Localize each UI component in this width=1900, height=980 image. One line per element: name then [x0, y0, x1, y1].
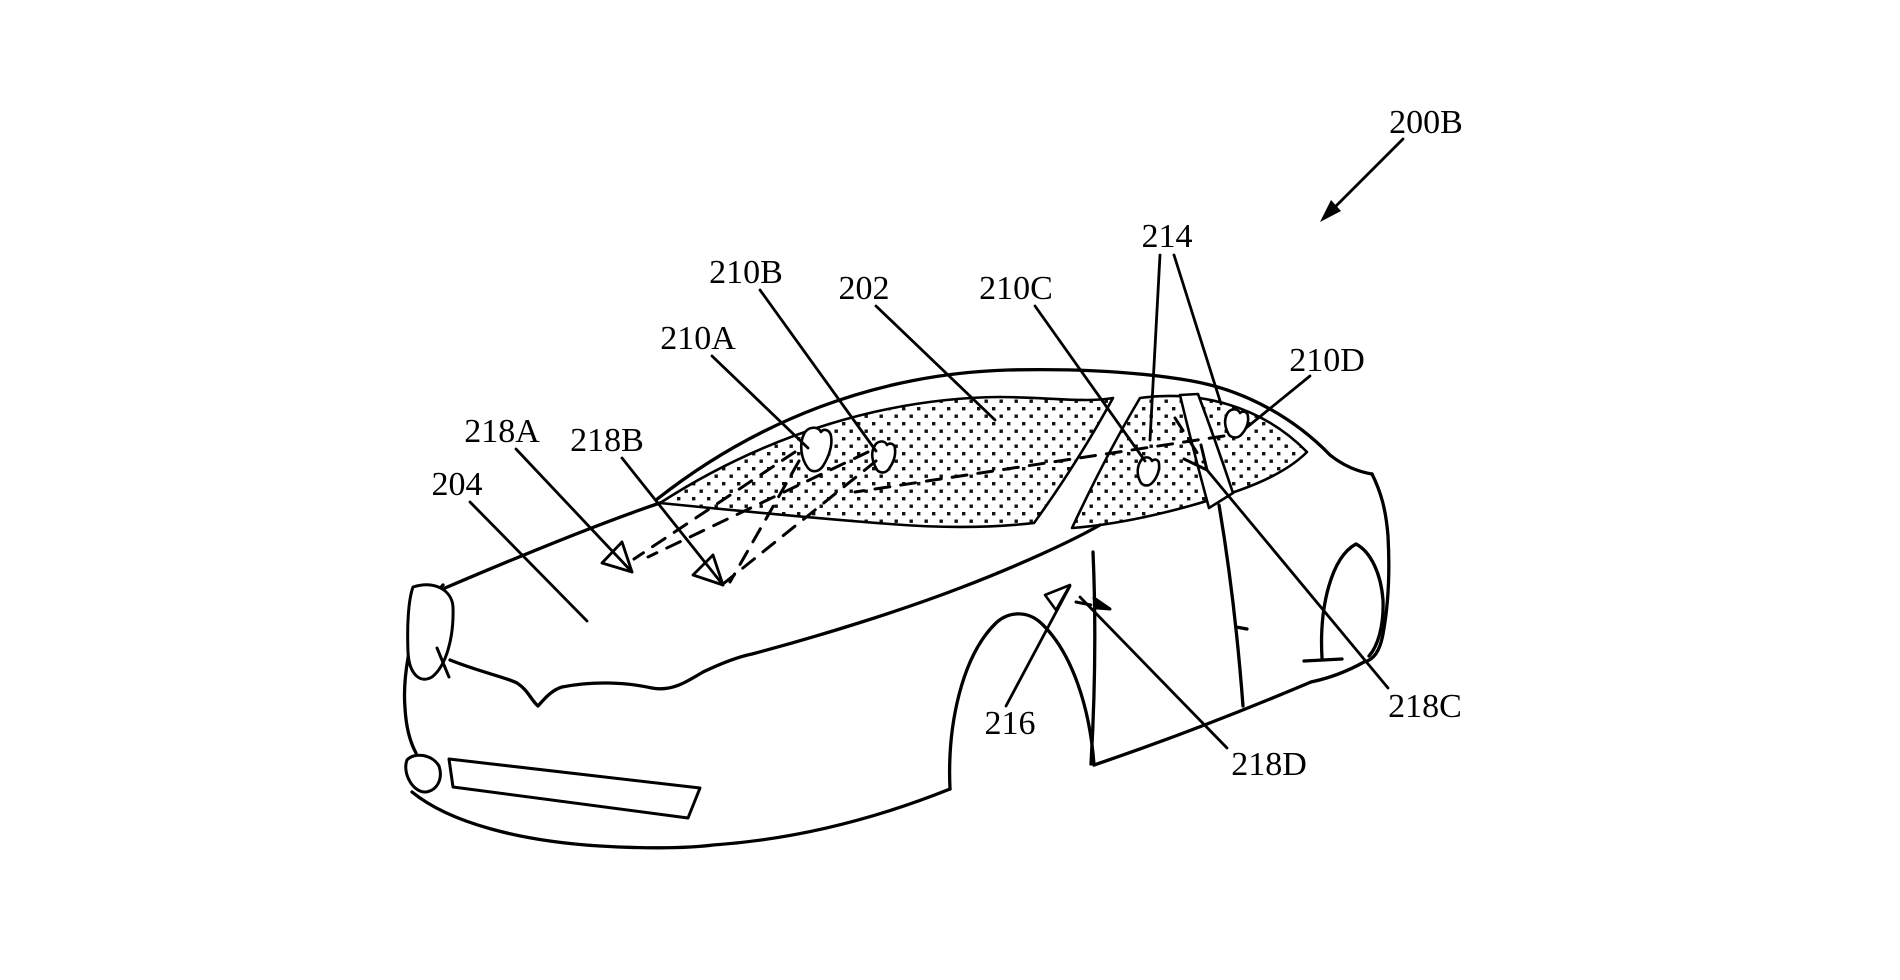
leader-218d	[1078, 595, 1229, 750]
fov-ray-d	[853, 434, 1226, 494]
label-214: 214	[1142, 218, 1193, 255]
sensor-216-triangle	[1043, 583, 1072, 612]
rear-body-edge	[1309, 472, 1391, 684]
roofline	[654, 367, 1374, 502]
leader-210b	[758, 288, 878, 453]
fov-ray-b1	[646, 450, 870, 559]
label-218d: 218D	[1231, 746, 1307, 783]
arrowhead-218b	[691, 553, 725, 587]
vehicle-outline	[402, 367, 1391, 850]
leader-218c	[1205, 468, 1390, 690]
glazing	[658, 392, 1309, 530]
b-pillar	[1178, 392, 1235, 510]
leader-218b	[620, 456, 725, 587]
leader-lines	[468, 137, 1405, 750]
label-218a: 218A	[464, 413, 540, 450]
label-202: 202	[839, 270, 890, 307]
rear-door-line	[1217, 503, 1245, 708]
leader-200b	[1328, 137, 1405, 214]
fov-ray-a2	[728, 459, 801, 584]
fov-ray-b2	[721, 459, 878, 586]
rocker-panel	[1092, 680, 1313, 767]
leader-216	[1004, 584, 1072, 708]
front-wheel-arch	[947, 612, 1096, 791]
sensor-210c-blob	[1136, 456, 1161, 487]
hood-edge	[443, 501, 662, 590]
label-216: 216	[985, 705, 1036, 742]
label-218b: 218B	[570, 422, 644, 459]
fender-fov-arrowhead	[1092, 596, 1112, 611]
label-210b: 210B	[709, 254, 783, 291]
leader-202	[874, 304, 997, 422]
leader-218a	[514, 447, 634, 574]
front-grille-line	[448, 523, 1102, 708]
leader-210d	[1244, 374, 1312, 430]
door-handle-tick	[1234, 625, 1249, 631]
leader-204	[468, 500, 589, 623]
fog-light	[404, 753, 442, 794]
front-door-line	[1089, 550, 1097, 766]
fov-ray-pillar	[1173, 416, 1205, 464]
glass-sensors	[799, 408, 1250, 612]
headlight-crease	[435, 646, 451, 679]
front-details	[404, 583, 702, 820]
label-204: 204	[432, 466, 483, 503]
bumper-intake-slot	[447, 757, 702, 820]
label-210c: 210C	[979, 270, 1053, 307]
sensor-210b-blob	[870, 440, 897, 474]
arrowhead-200b	[1320, 200, 1341, 222]
label-200b: 200B	[1389, 104, 1463, 141]
front-bumper-bottom	[410, 787, 952, 850]
label-218c: 218C	[1388, 688, 1462, 725]
leader-214-right	[1172, 253, 1223, 406]
rear-arch-lip	[1302, 657, 1344, 663]
reference-labels: 200B 202 204 210A 210B 210C 210D 214 216…	[432, 104, 1463, 783]
headlight	[406, 583, 455, 681]
sensor-fov-rays	[632, 416, 1226, 608]
label-210a: 210A	[660, 320, 736, 357]
fov-ray-a1	[632, 450, 797, 561]
leader-210c	[1033, 304, 1147, 463]
sensor-210a-blob	[799, 426, 833, 473]
rear-wheel-arch	[1319, 542, 1385, 660]
label-210d: 210D	[1289, 342, 1365, 379]
leader-214-left	[1148, 253, 1162, 442]
arrowhead-218a	[600, 540, 634, 574]
leader-210a	[710, 354, 810, 450]
